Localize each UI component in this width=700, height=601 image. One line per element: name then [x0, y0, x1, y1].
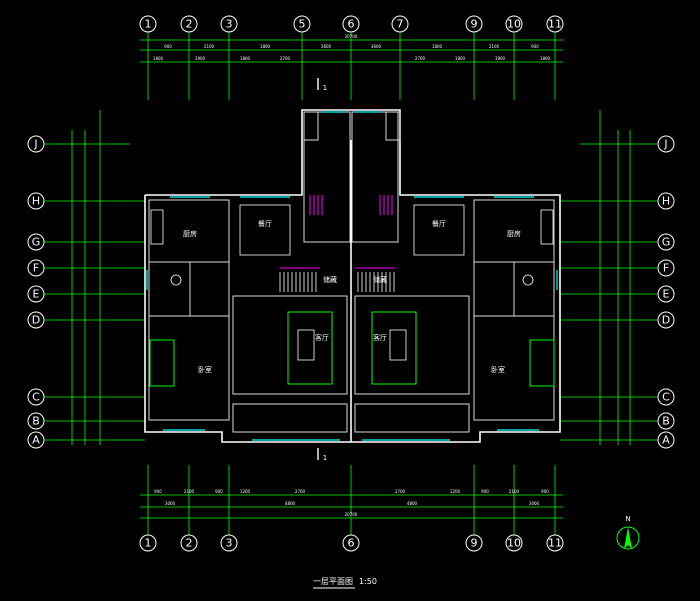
axis-bottom-2: 2 [186, 537, 193, 550]
axis-right-H: H [662, 195, 670, 208]
axis-right-D: D [662, 314, 670, 327]
axis-right-E: E [663, 288, 670, 301]
axis-top-3: 3 [226, 18, 233, 31]
room-kitchen-right: 厨房 [507, 229, 521, 238]
axis-left-F: F [33, 262, 39, 275]
axis-left-G: G [32, 236, 41, 249]
top-dim: 2100 [489, 44, 500, 49]
axis-right-A: A [662, 434, 670, 447]
building-outline [144, 109, 561, 443]
axis-right-J: J [663, 138, 667, 151]
axis-top-1: 1 [145, 18, 152, 31]
top-dim: 2100 [204, 44, 215, 49]
top-dim: 1800 [240, 56, 251, 61]
top-dim: 2700 [280, 56, 291, 61]
top-dim: 900 [164, 44, 172, 49]
axis-right-F: F [663, 262, 669, 275]
bottom-axis-markers: 1 2 3 6 9 10 11 [139, 534, 564, 552]
bottom-dim: 4800 [285, 501, 296, 506]
axis-top-9: 9 [471, 18, 478, 31]
top-total-dim: 20700 [345, 34, 358, 39]
axis-top-7: 7 [397, 18, 404, 31]
room-labels: 厨房 厨房 餐厅 餐厅 客厅 客厅 卧室 卧室 储藏 储藏 [183, 219, 521, 374]
top-dimension-lines: 20700 900 2100 1800 3600 3600 1800 2100 … [140, 32, 563, 100]
axis-bottom-11: 11 [548, 537, 562, 550]
bottom-dim: 2100 [184, 489, 195, 494]
axis-left-D: D [32, 314, 40, 327]
stairs [279, 195, 395, 292]
left-axis-markers: J H G F E D C B A [27, 110, 145, 449]
furniture [149, 204, 555, 387]
room-bedroom-right: 卧室 [491, 365, 505, 374]
axis-right-C: C [662, 391, 670, 404]
bottom-dim: 3000 [529, 501, 540, 506]
section-mark-bottom: 1 [323, 454, 327, 462]
axis-left-C: C [32, 391, 40, 404]
north-label: N [625, 515, 630, 523]
right-axis-markers: J H G F E D C B A [560, 110, 675, 449]
bottom-dimension-lines: 900 2100 900 1200 2700 2700 1200 900 210… [140, 465, 563, 535]
bottom-dim: 3000 [165, 501, 176, 506]
axis-left-E: E [33, 288, 40, 301]
axis-bottom-9: 9 [471, 537, 478, 550]
axis-top-2: 2 [186, 18, 193, 31]
top-dim: 3900 [195, 56, 206, 61]
axis-bottom-1: 1 [145, 537, 152, 550]
room-storage-right: 储藏 [373, 275, 387, 284]
room-living-right: 客厅 [373, 333, 387, 342]
axis-top-5: 5 [299, 18, 306, 31]
north-arrow: N [616, 515, 640, 550]
axis-top-6: 6 [348, 18, 355, 31]
axis-bottom-6: 6 [348, 537, 355, 550]
title-main: 一层平面图 [313, 577, 353, 586]
section-marks: 1 1 [317, 78, 327, 462]
top-axis-markers: 1 2 3 5 6 7 9 10 11 [139, 15, 564, 33]
bottom-total-dim: 20700 [345, 512, 358, 517]
room-living-left: 客厅 [315, 333, 329, 342]
bottom-dim: 900 [215, 489, 223, 494]
axis-left-B: B [32, 415, 40, 428]
bottom-dim: 2700 [295, 489, 306, 494]
title-scale: 1:50 [359, 577, 377, 586]
bottom-dim: 2700 [395, 489, 406, 494]
bottom-dim: 4800 [407, 501, 418, 506]
windows [146, 111, 558, 441]
top-dim: 3600 [321, 44, 332, 49]
top-dim: 1800 [153, 56, 164, 61]
axis-right-G: G [662, 236, 671, 249]
room-dining-right: 餐厅 [432, 219, 446, 228]
top-dim: 900 [531, 44, 539, 49]
top-dim: 1800 [540, 56, 551, 61]
top-dim: 3900 [495, 56, 506, 61]
section-mark-top: 1 [323, 84, 327, 92]
axis-top-11: 11 [548, 18, 562, 31]
bottom-dim: 900 [154, 489, 162, 494]
top-dim: 1800 [432, 44, 443, 49]
top-dim: 2700 [415, 56, 426, 61]
axis-left-H: H [32, 195, 40, 208]
drawing-title: 一层平面图 1:50 [313, 577, 377, 589]
axis-right-B: B [662, 415, 670, 428]
top-dim: 1800 [455, 56, 466, 61]
axis-left-A: A [32, 434, 40, 447]
axis-top-10: 10 [507, 18, 521, 31]
top-dim: 3600 [371, 44, 382, 49]
top-dim: 1800 [260, 44, 271, 49]
bottom-dim: 1200 [450, 489, 461, 494]
axis-bottom-10: 10 [507, 537, 521, 550]
room-kitchen-left: 厨房 [183, 229, 197, 238]
room-storage-left: 储藏 [323, 275, 337, 284]
bottom-dim: 900 [541, 489, 549, 494]
room-dining-left: 餐厅 [258, 219, 272, 228]
bottom-dim: 900 [481, 489, 489, 494]
bottom-dim: 2100 [509, 489, 520, 494]
bottom-dim: 1200 [240, 489, 251, 494]
axis-bottom-3: 3 [226, 537, 233, 550]
axis-left-J: J [33, 138, 37, 151]
room-bedroom-left: 卧室 [198, 365, 212, 374]
